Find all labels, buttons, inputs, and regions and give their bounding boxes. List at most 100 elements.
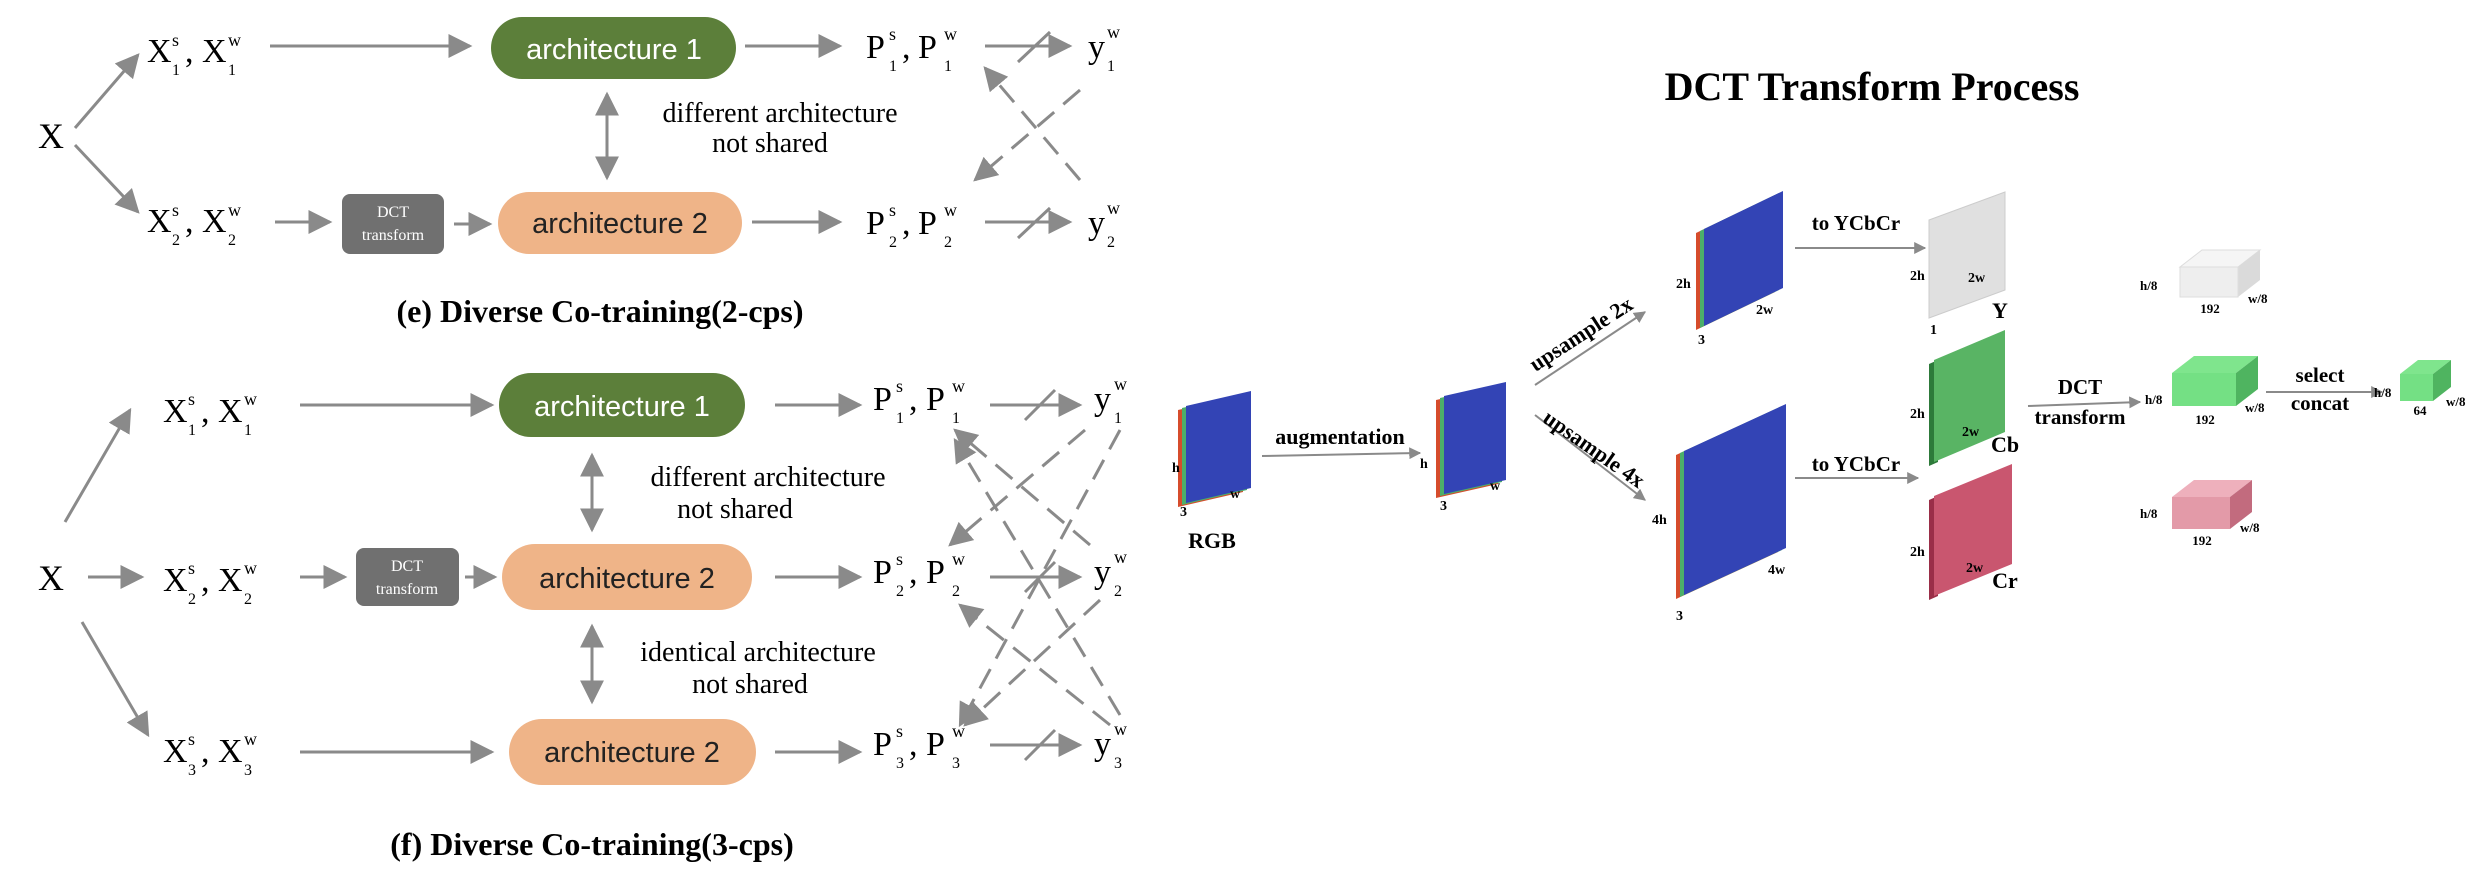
upsample2x-stack — [1696, 191, 1783, 330]
svg-text:s: s — [889, 200, 896, 220]
svg-text:select: select — [2296, 363, 2345, 387]
augmented-stack — [1436, 382, 1506, 498]
svg-text:X: X — [202, 203, 227, 240]
svg-text:P: P — [866, 29, 885, 66]
svg-text:w: w — [1490, 479, 1501, 494]
svg-text:y: y — [1088, 29, 1105, 66]
svg-text:s: s — [188, 389, 195, 409]
svg-text:RGB: RGB — [1188, 528, 1236, 553]
svg-text:2h: 2h — [1676, 277, 1691, 292]
svg-text:not shared: not shared — [712, 128, 828, 159]
svg-text:2: 2 — [889, 234, 897, 251]
dct-cube-final — [2400, 360, 2451, 401]
svg-text:2w: 2w — [1962, 425, 1980, 440]
svg-text:2h: 2h — [1910, 269, 1925, 284]
svg-text:Cb: Cb — [1991, 432, 2019, 457]
svg-text:3: 3 — [1440, 499, 1447, 514]
svg-text:h/8: h/8 — [2140, 506, 2158, 521]
svg-text:3: 3 — [1180, 505, 1187, 520]
dct-cube-cr — [2172, 480, 2252, 529]
svg-text:P: P — [866, 205, 885, 242]
svg-text:1: 1 — [1114, 410, 1122, 427]
caption-3cps: (f) Diverse Co-training(3-cps) — [390, 826, 793, 862]
arch2b-bottom — [509, 719, 756, 785]
svg-text:P: P — [926, 726, 945, 763]
svg-text:X: X — [218, 393, 243, 430]
svg-text:different architecture: different architecture — [650, 462, 885, 493]
svg-text:192: 192 — [2195, 412, 2215, 427]
svg-text:,: , — [902, 205, 911, 242]
pred-pair-3-bottom: P s 3 , P w 3 — [873, 721, 965, 772]
svg-text:Y: Y — [1992, 298, 2008, 323]
svg-text:h/8: h/8 — [2374, 385, 2392, 400]
svg-text:w/8: w/8 — [2240, 520, 2260, 535]
pred-pair-1-bottom: P s 1 , P w 1 — [873, 376, 965, 427]
svg-text:P: P — [926, 554, 945, 591]
svg-text:y: y — [1088, 205, 1105, 242]
arrow-x-to-in1 — [73, 53, 140, 129]
svg-text:64: 64 — [2414, 403, 2428, 418]
svg-text:,: , — [201, 733, 210, 770]
svg-text:identical architecture: identical architecture — [640, 637, 876, 668]
svg-text:h: h — [1420, 457, 1428, 472]
arrow-x-to-in2 — [73, 143, 140, 214]
svg-text:1: 1 — [1107, 58, 1115, 75]
svg-text:w: w — [952, 549, 965, 569]
svg-text:s: s — [172, 30, 179, 50]
svg-text:y: y — [1094, 554, 1111, 591]
svg-text:3: 3 — [244, 762, 252, 779]
svg-text:,: , — [185, 203, 194, 240]
svg-text:w: w — [244, 729, 257, 749]
svg-text:3: 3 — [188, 762, 196, 779]
svg-text:1: 1 — [944, 58, 952, 75]
svg-text:,: , — [201, 562, 210, 599]
arch1-top — [491, 17, 736, 79]
svg-text:upsample 2x: upsample 2x — [1525, 291, 1638, 376]
svg-text:3: 3 — [896, 755, 904, 772]
svg-text:2w: 2w — [1966, 561, 1984, 576]
svg-text:DCT: DCT — [2058, 375, 2102, 399]
svg-text:X: X — [147, 203, 172, 240]
input-pair-1-bottom: X s 1 , X w 1 — [163, 389, 257, 439]
svg-text:2: 2 — [1114, 583, 1122, 600]
pred-pair-1-top: P s 1 , P w 1 — [866, 24, 957, 75]
svg-text:architecture 1: architecture 1 — [534, 391, 710, 423]
svg-text:P: P — [926, 381, 945, 418]
cr-plane — [1929, 464, 2012, 600]
dct-box-top — [342, 194, 444, 254]
svg-text:2h: 2h — [1910, 545, 1925, 560]
svg-text:w: w — [944, 24, 957, 44]
svg-text:1: 1 — [244, 422, 252, 439]
svg-text:2w: 2w — [1756, 303, 1774, 318]
svg-text:w: w — [952, 376, 965, 396]
label-y2-bottom: y w 2 — [1094, 547, 1127, 600]
svg-text:different architecture: different architecture — [662, 98, 897, 129]
svg-text:DCT: DCT — [391, 558, 423, 575]
svg-text:3: 3 — [1698, 333, 1705, 348]
svg-text:concat: concat — [2291, 391, 2349, 415]
input-pair-2-bottom: X s 2 , X w 2 — [163, 558, 257, 608]
dct-cube-cb — [2172, 356, 2258, 406]
svg-text:w: w — [1114, 719, 1127, 739]
svg-text:1: 1 — [188, 422, 196, 439]
svg-text:,: , — [902, 29, 911, 66]
diagram-2cps: X X s 1 , X w 1 X s 2 , X w 2 DCT transf… — [38, 17, 1120, 329]
svg-text:3: 3 — [1676, 609, 1683, 624]
svg-text:w: w — [1114, 374, 1127, 394]
svg-text:3: 3 — [952, 755, 960, 772]
pred-pair-2-bottom: P s 2 , P w 2 — [873, 549, 965, 600]
dct-cube-y — [2178, 249, 2262, 298]
svg-text:w: w — [228, 200, 241, 220]
svg-text:X: X — [218, 562, 243, 599]
svg-text:h/8: h/8 — [2140, 278, 2158, 293]
svg-text:transform: transform — [362, 227, 425, 244]
rgb-stack — [1178, 391, 1251, 507]
svg-text:192: 192 — [2192, 533, 2212, 548]
svg-text:X: X — [163, 733, 188, 770]
input-x-top: X — [38, 116, 64, 156]
svg-text:s: s — [896, 721, 903, 741]
svg-text:P: P — [873, 726, 892, 763]
input-pair-3-bottom: X s 3 , X w 3 — [163, 729, 257, 779]
svg-text:to YCbCr: to YCbCr — [1812, 452, 1900, 476]
